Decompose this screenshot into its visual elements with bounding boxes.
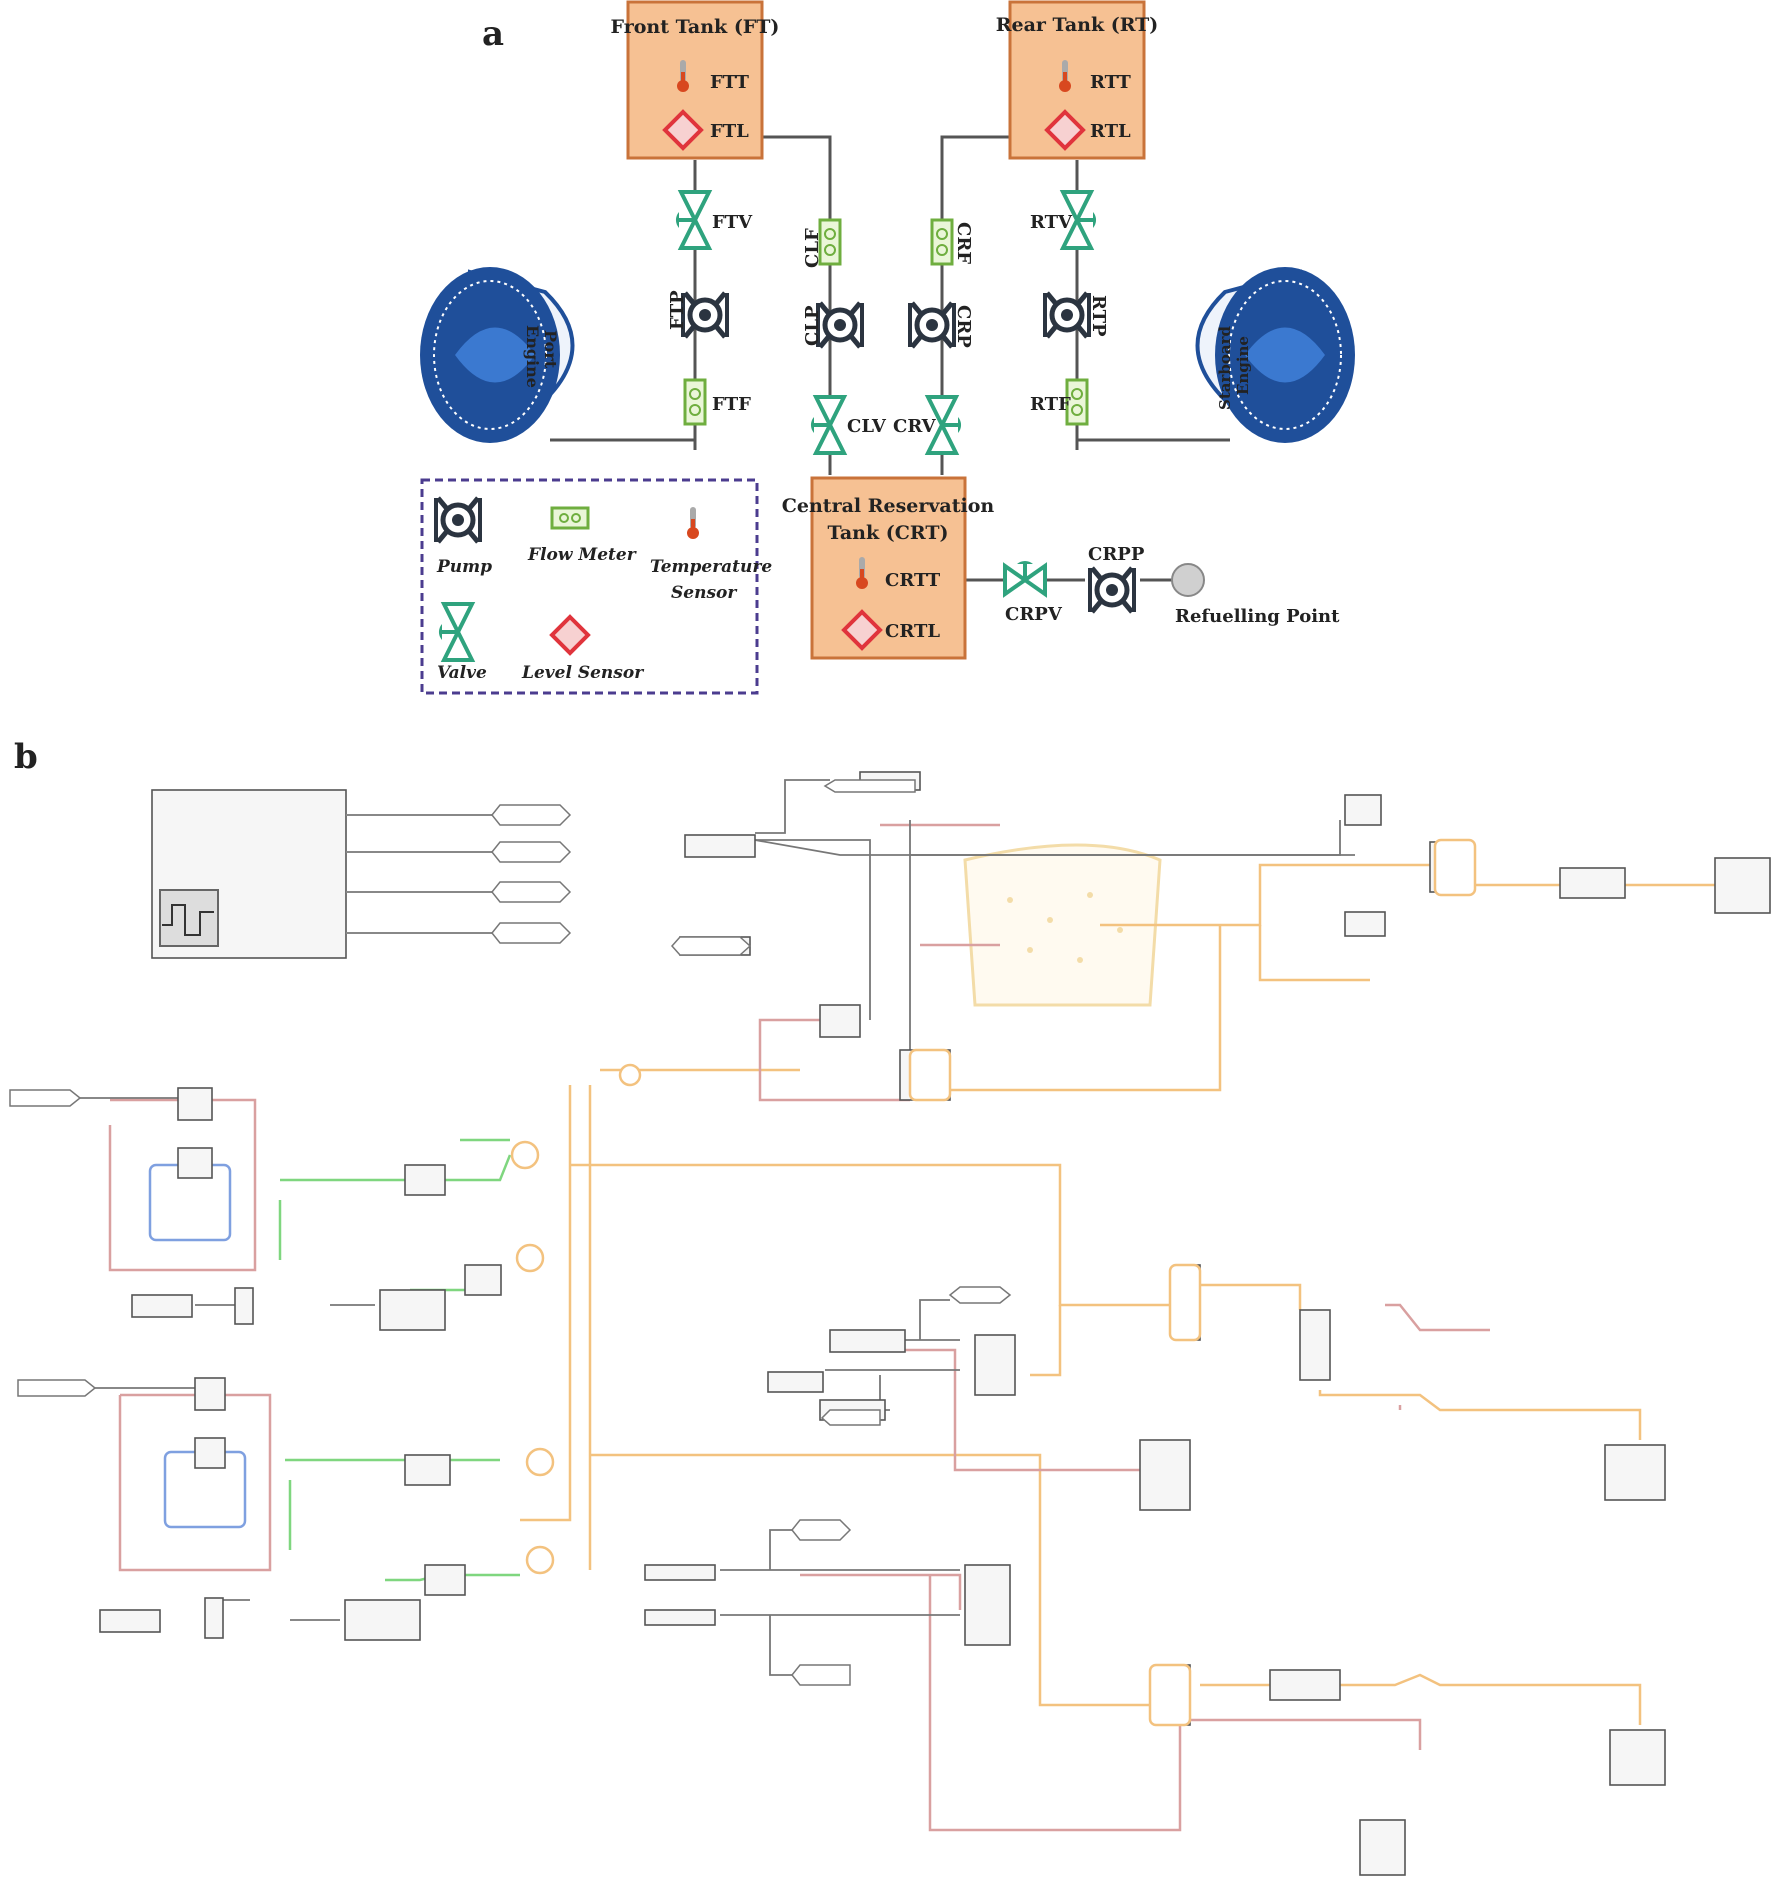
crpp-label: CRPP <box>1088 544 1145 565</box>
starboard-engine: Starboard Engine <box>1195 267 1355 443</box>
legend-level-sensor-label: Level Sensor <box>521 663 644 683</box>
rtf-label: RTF <box>1030 394 1071 415</box>
starboard-engine-label-line2: Engine <box>1234 336 1252 395</box>
ftp-pump-icon <box>683 293 727 337</box>
ftf-flowmeter-icon <box>683 378 707 426</box>
central-reservation-tank: Central Reservation Tank (CRT) CRTT CRTL <box>782 476 995 660</box>
crt-level-label: CRTL <box>885 621 940 642</box>
legend-valve-label: Valve <box>437 663 487 683</box>
ftf-label: FTF <box>712 394 751 415</box>
rtp-pump-icon <box>1045 293 1089 337</box>
rear-tank-title: Rear Tank (RT) <box>996 14 1159 36</box>
clp-label: CLP <box>802 305 823 346</box>
refuelling-point-icon <box>1171 563 1205 597</box>
ftv-valve-icon <box>673 190 711 250</box>
port-engine: Port Engine <box>420 267 575 443</box>
rear-tank-level-label: RTL <box>1090 121 1131 142</box>
port-engine-label-line1: Port <box>541 330 560 369</box>
legend-level-sensor-icon <box>550 615 590 655</box>
clp-pump-icon <box>818 303 862 347</box>
clf-label: CLF <box>802 228 823 268</box>
clf-flowmeter-icon <box>818 218 842 266</box>
panel-a-label: a <box>482 14 504 54</box>
port-engine-label-line2: Engine <box>523 325 542 388</box>
ftv-label: FTV <box>712 212 753 233</box>
legend-pump-icon <box>436 498 480 542</box>
front-tank-level-label: FTL <box>710 121 749 142</box>
crv-label: CRV <box>893 416 937 437</box>
clv-label: CLV <box>847 416 887 437</box>
crt-title-line1: Central Reservation <box>782 495 995 517</box>
clv-valve-icon <box>808 395 846 455</box>
front-tank-temp-label: FTT <box>710 72 750 93</box>
starboard-engine-label-line1: Starboard <box>1216 326 1234 410</box>
rear-tank-temp-label: RTT <box>1090 72 1131 93</box>
legend-flow-meter-label: Flow Meter <box>527 545 637 565</box>
legend-pump-label: Pump <box>436 557 492 577</box>
crpv-label: CRPV <box>1005 604 1063 625</box>
legend-flow-meter-icon <box>550 506 590 530</box>
crp-pump-icon <box>910 303 954 347</box>
front-tank: Front Tank (FT) FTT FTL <box>611 0 780 160</box>
crpv-valve-icon <box>1003 561 1047 598</box>
rtp-label: RTP <box>1088 295 1109 337</box>
panel-b-label: b <box>14 737 38 777</box>
crf-label: CRF <box>953 222 974 264</box>
legend-temperature-label-line1: Temperature <box>650 557 772 577</box>
legend-temperature-label-line2: Sensor <box>671 583 737 603</box>
rtv-label: RTV <box>1030 212 1073 233</box>
rear-tank: Rear Tank (RT) RTT RTL <box>996 0 1159 160</box>
crpp-pump-icon <box>1090 568 1134 612</box>
legend-valve-icon <box>436 602 474 662</box>
front-tank-title: Front Tank (FT) <box>611 16 780 38</box>
ftp-label: FTP <box>667 290 688 330</box>
crp-label: CRP <box>953 305 974 348</box>
crt-temp-label: CRTT <box>885 570 941 591</box>
crf-flowmeter-icon <box>930 218 954 266</box>
legend-temperature-icon <box>687 507 699 539</box>
crt-title-line2: Tank (CRT) <box>828 522 949 544</box>
simulink-model <box>9 771 1771 1876</box>
legend: Pump Flow Meter Temperature Sensor Valve… <box>420 478 772 695</box>
refuelling-point-label: Refuelling Point <box>1175 606 1340 627</box>
